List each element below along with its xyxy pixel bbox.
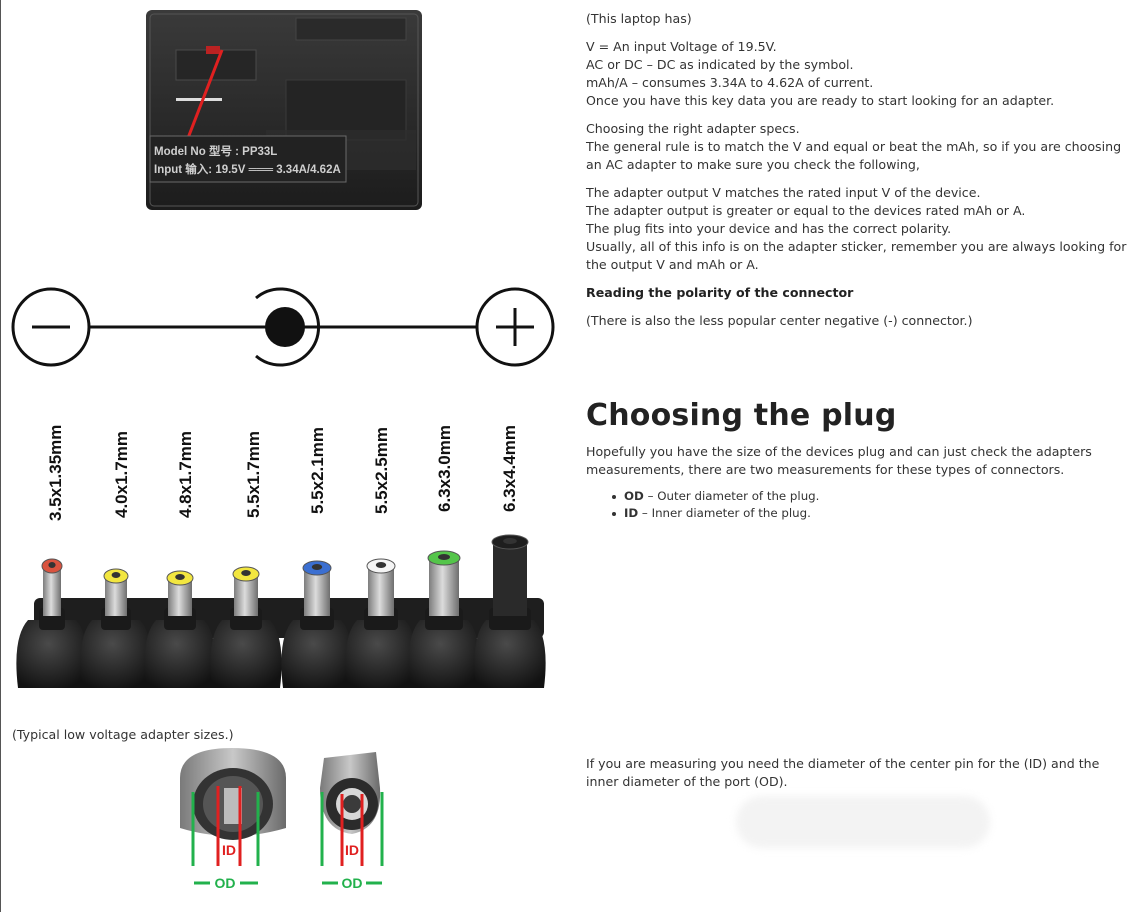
- od-label-right: OD: [342, 875, 363, 891]
- laptop-input-label: Input 输入: 19.5V ═══ 3.34A/4.62A: [154, 162, 341, 176]
- od-text: – Outer diameter of the plug.: [643, 489, 820, 503]
- size-label: 5.5x2.5mm: [372, 427, 391, 514]
- plug-intro: Hopefully you have the size of the devic…: [586, 443, 1092, 479]
- measure-line: If you are measuring you need the diamet…: [586, 756, 1100, 771]
- plug-line: measurements, there are two measurements…: [586, 462, 1065, 477]
- intro-line: V = An input Voltage of 19.5V.: [586, 39, 777, 54]
- id-od-diagram: ID OD ID OD: [180, 748, 384, 891]
- polarity-note: (There is also the less popular center n…: [586, 313, 973, 328]
- polarity-diagram: [11, 287, 555, 367]
- polarity-heading: Reading the polarity of the connector: [586, 285, 854, 300]
- adapter-tip: [80, 568, 152, 688]
- size-label: 5.5x2.1mm: [308, 427, 327, 514]
- id-label-right: ID: [345, 842, 359, 858]
- specs-line: an AC adapter to make sure you check the…: [586, 157, 920, 172]
- adapter-tip: [281, 560, 353, 688]
- center-pin-c-icon: [255, 287, 321, 367]
- checklist-line: The adapter output V matches the rated i…: [586, 185, 981, 200]
- checklist-line: The adapter output is greater or equal t…: [586, 203, 1026, 218]
- id-term: ID: [624, 506, 639, 520]
- size-label: 3.5x1.35mm: [46, 424, 65, 521]
- od-label-left: OD: [215, 875, 236, 891]
- measure-line: inner diameter of the port (OD).: [586, 774, 788, 789]
- size-label: 4.0x1.7mm: [112, 431, 131, 518]
- adapter-tip: [144, 570, 216, 688]
- adapter-tip: [408, 550, 480, 688]
- size-label: 6.3x4.4mm: [500, 425, 519, 512]
- adapter-tip: [210, 566, 282, 688]
- tips-caption: (Typical low voltage adapter sizes.): [12, 727, 234, 742]
- id-text: – Inner diameter of the plug.: [638, 506, 811, 520]
- list-item-od: OD – Outer diameter of the plug.: [608, 488, 819, 505]
- adapter-tip: [16, 558, 88, 688]
- od-term: OD: [624, 489, 644, 503]
- checklist-block: The adapter output V matches the rated i…: [586, 184, 1126, 274]
- plug-heading: Choosing the plug: [586, 398, 897, 433]
- specs-line: The general rule is to match the V and e…: [586, 139, 1122, 154]
- intro-lead: (This laptop has): [586, 11, 692, 26]
- laptop-bottom-photo: Model No 型号 : PP33L Input 输入: 19.5V ═══ …: [146, 10, 422, 210]
- adapter-tips-photo: [16, 534, 546, 688]
- intro-line: AC or DC – DC as indicated by the symbol…: [586, 57, 854, 72]
- intro-block: V = An input Voltage of 19.5V. AC or DC …: [586, 38, 1054, 110]
- adapter-tip: [474, 534, 546, 688]
- size-label: 5.5x1.7mm: [244, 431, 263, 518]
- checklist-line: The plug fits into your device and has t…: [586, 221, 952, 236]
- id-label-left: ID: [222, 842, 236, 858]
- center-pin-dot-icon: [265, 307, 305, 347]
- specs-line: Choosing the right adapter specs.: [586, 121, 800, 136]
- intro-line: Once you have this key data you are read…: [586, 93, 1055, 108]
- laptop-model-label: Model No 型号 : PP33L: [154, 144, 277, 158]
- size-label: 6.3x3.0mm: [435, 425, 454, 512]
- measure-block: If you are measuring you need the diamet…: [586, 755, 1099, 791]
- plug-line: Hopefully you have the size of the devic…: [586, 444, 1092, 459]
- blurred-area: [736, 796, 990, 848]
- plug-measure-list: OD – Outer diameter of the plug. ID – In…: [608, 488, 819, 522]
- checklist-line: the output V and mAh or A.: [586, 257, 759, 272]
- intro-line: mAh/A – consumes 3.34A to 4.62A of curre…: [586, 75, 874, 90]
- size-label: 4.8x1.7mm: [176, 431, 195, 518]
- list-item-id: ID – Inner diameter of the plug.: [608, 505, 819, 522]
- adapter-tip: [345, 558, 417, 688]
- page-left-border: [0, 0, 1, 912]
- checklist-line: Usually, all of this info is on the adap…: [586, 239, 1127, 254]
- specs-block: Choosing the right adapter specs. The ge…: [586, 120, 1121, 174]
